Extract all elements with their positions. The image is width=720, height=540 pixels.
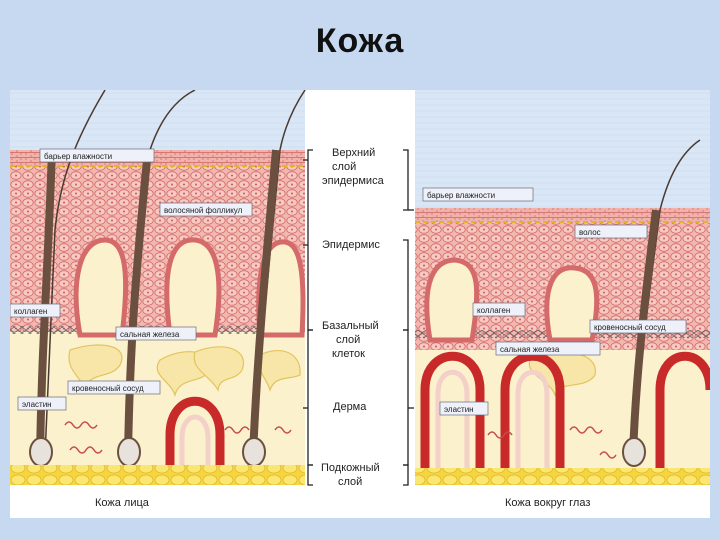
- left-hair-1: [44, 90, 106, 456]
- left-epidermis: [10, 150, 305, 332]
- right-label-collagen: коллаген: [472, 302, 526, 317]
- left-label-collagen: коллаген: [10, 303, 61, 318]
- right-elastin-3: [599, 451, 617, 459]
- right-gland-fold-1: [424, 257, 480, 343]
- right-blood-vessel-1: [420, 351, 485, 470]
- layer-dermis: Дерма: [333, 401, 367, 413]
- right-panel: барьер влажности волос коллаген кровенос…: [415, 90, 710, 485]
- left-hair-shaft-2: [124, 149, 152, 456]
- left-label-collagen-text: коллаген: [14, 307, 47, 316]
- layer-subcutaneous-2: слой: [338, 476, 362, 488]
- right-label-elastin: эластин: [439, 401, 489, 416]
- right-elastin-2: [569, 426, 603, 434]
- right-brackets: [403, 149, 414, 486]
- left-blood-vessel-inner: [179, 414, 211, 470]
- left-gland-fold-1: [73, 237, 129, 338]
- left-label-sebaceous-gland-text: сальная железа: [120, 330, 180, 339]
- right-elastin-1: [487, 431, 513, 439]
- layer-epidermis: Эпидермис: [322, 239, 380, 251]
- right-blood-vessel-1-inner: [435, 369, 470, 470]
- left-panel: барьер влажности волосяной фолликул колл…: [10, 90, 306, 485]
- skin-diagram-svg: барьер влажности волосяной фолликул колл…: [10, 90, 710, 509]
- left-sebaceous-3: [193, 346, 245, 392]
- layer-basal-3: клеток: [332, 348, 365, 360]
- left-label-sebaceous-gland: сальная железа: [115, 326, 197, 341]
- right-stratum-corneum: [415, 208, 710, 222]
- left-label-blood-vessel-text: кровеносный сосуд: [72, 384, 144, 393]
- left-hair-bulb-2: [117, 437, 141, 467]
- right-blood-vessel-2-inner: [515, 369, 550, 470]
- left-fat: [10, 465, 305, 485]
- layer-upper-epidermis-1: Верхний: [332, 147, 375, 159]
- right-label-moisture-barrier: барьер влажности: [422, 187, 534, 202]
- left-elastin-1: [64, 421, 98, 429]
- left-hair-shaft-3: [249, 149, 280, 456]
- layer-labels: Верхний слой эпидермиса Эпидермис Базаль…: [303, 147, 414, 488]
- right-caption: Кожа вокруг глаз: [505, 497, 590, 509]
- left-elastin-2: [69, 446, 103, 454]
- left-label-hair-follicle: волосяной фолликул: [159, 202, 253, 217]
- right-gland-fold-2: [544, 265, 600, 343]
- right-label-blood-vessel-text: кровеносный сосуд: [594, 323, 666, 332]
- left-label-blood-vessel: кровеносный сосуд: [67, 380, 161, 395]
- layer-basal-2: слой: [336, 334, 360, 346]
- layer-basal-1: Базальный: [322, 320, 379, 332]
- right-label-hair: волос: [574, 224, 648, 239]
- right-fat: [415, 468, 710, 485]
- left-hair-bulb-1: [29, 437, 53, 467]
- left-label-hair-follicle-text: волосяной фолликул: [164, 206, 243, 215]
- right-blood-vessel-2: [500, 351, 565, 470]
- right-label-hair-text: волос: [579, 228, 601, 237]
- right-hair-bulb: [622, 437, 646, 467]
- right-label-blood-vessel: кровеносный сосуд: [589, 319, 687, 334]
- layer-upper-epidermis-3: эпидермиса: [322, 175, 385, 187]
- left-label-moisture-barrier: барьер влажности: [39, 148, 155, 163]
- left-hair-bulb-3: [242, 437, 266, 467]
- layer-subcutaneous-1: Подкожный: [321, 462, 380, 474]
- left-elastin-3: [224, 426, 250, 434]
- slide-title: Кожа: [315, 22, 405, 60]
- right-label-moisture-barrier-text: барьер влажности: [427, 191, 495, 200]
- left-sebaceous-1: [68, 344, 123, 393]
- skin-diagram: барьер влажности волосяной фолликул колл…: [10, 90, 710, 518]
- right-blood-vessel-3: [655, 351, 710, 470]
- right-label-sebaceous-gland: сальная железа: [495, 341, 601, 356]
- right-label-elastin-text: эластин: [444, 405, 474, 414]
- left-gland-fold-2: [164, 237, 222, 338]
- left-elastin-4: [274, 426, 292, 434]
- left-brackets: [303, 149, 313, 486]
- left-blood-vessel: [165, 396, 225, 470]
- left-caption: Кожа лица: [95, 497, 150, 509]
- right-label-sebaceous-gland-text: сальная железа: [500, 345, 560, 354]
- layer-upper-epidermis-2: слой: [332, 161, 356, 173]
- left-label-elastin-text: эластин: [22, 400, 52, 409]
- left-label-elastin: эластин: [17, 396, 67, 411]
- left-label-moisture-barrier-text: барьер влажности: [44, 152, 112, 161]
- right-label-collagen-text: коллаген: [477, 306, 510, 315]
